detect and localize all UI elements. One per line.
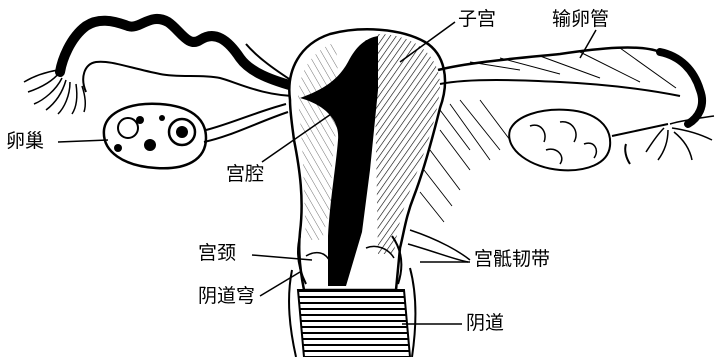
label-cervix: 宫颈 — [198, 244, 236, 263]
right-fimbriae — [625, 116, 714, 164]
leader-fallopian-tube — [580, 30, 596, 58]
leader-ovary — [58, 140, 108, 142]
left-fallopian-tube — [60, 19, 300, 96]
left-fimbriae — [24, 70, 85, 114]
label-vagina: 阴道 — [466, 314, 504, 333]
label-uterus: 子宫 — [458, 10, 496, 29]
label-ovary: 卵巢 — [6, 132, 44, 151]
label-uterosacral-ligament: 宫骶韧带 — [474, 250, 550, 269]
left-ovary — [104, 104, 288, 169]
leader-vaginal-fornix — [260, 272, 300, 296]
label-vaginal-fornix: 阴道穹 — [198, 287, 255, 306]
label-uterine-cavity: 宫腔 — [226, 165, 264, 184]
label-fallopian-tube: 输卵管 — [552, 10, 609, 29]
right-ovary — [509, 110, 668, 171]
